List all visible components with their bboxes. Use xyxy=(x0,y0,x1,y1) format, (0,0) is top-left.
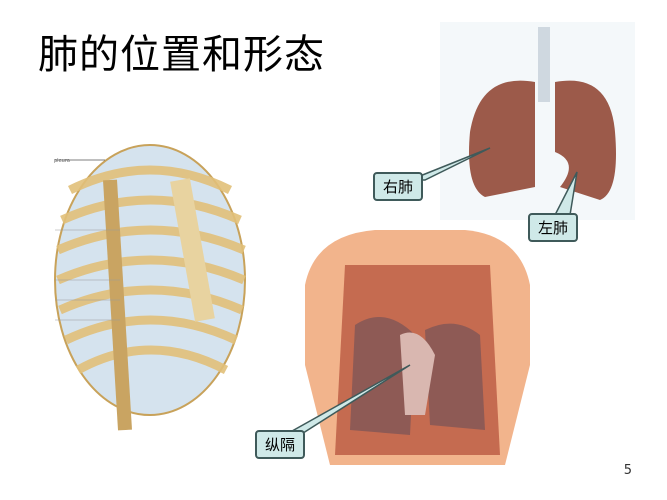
page-number: 5 xyxy=(623,463,632,478)
ribcage-illustration xyxy=(54,144,246,431)
lungs-illustration xyxy=(440,22,635,220)
thorax-dissection-illustration xyxy=(305,230,530,465)
slide-title: 肺的位置和形态 xyxy=(38,32,325,78)
left-lung-callout: 左肺 xyxy=(528,213,579,242)
mediastinum-callout: 纵隔 xyxy=(255,430,306,459)
pleura-label: pleura xyxy=(54,158,70,164)
right-lung-callout: 右肺 xyxy=(373,172,424,201)
